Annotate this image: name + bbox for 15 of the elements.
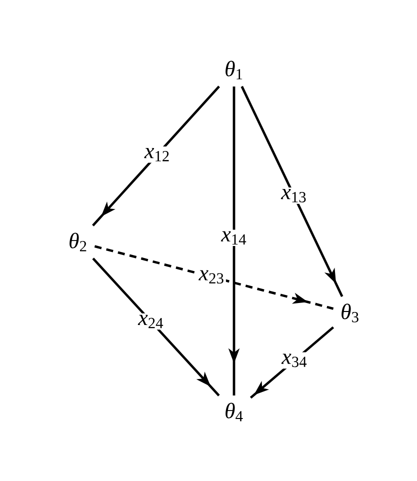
arrow bbox=[92, 258, 220, 396]
variable-label: θ$_{2}$ bbox=[70, 232, 86, 252]
edge-label: x$_{13}$ bbox=[280, 187, 308, 204]
arrow bbox=[240, 86, 344, 297]
arrow bbox=[250, 326, 334, 399]
edge-label: x$_{14}$ bbox=[220, 230, 248, 246]
edge-label: x$_{23}$ bbox=[197, 268, 226, 286]
variable-label: θ$_{3}$ bbox=[342, 304, 358, 322]
edge-label: x$_{34}$ bbox=[280, 352, 309, 369]
variable-label: θ$_{4}$ bbox=[226, 402, 243, 422]
edge-label: x$_{24}$ bbox=[136, 313, 166, 330]
variable-label: θ$_{1}$ bbox=[226, 60, 242, 80]
arrow bbox=[92, 86, 220, 226]
edge-label: x$_{12}$ bbox=[142, 146, 172, 163]
dashed-arrow bbox=[94, 245, 334, 310]
